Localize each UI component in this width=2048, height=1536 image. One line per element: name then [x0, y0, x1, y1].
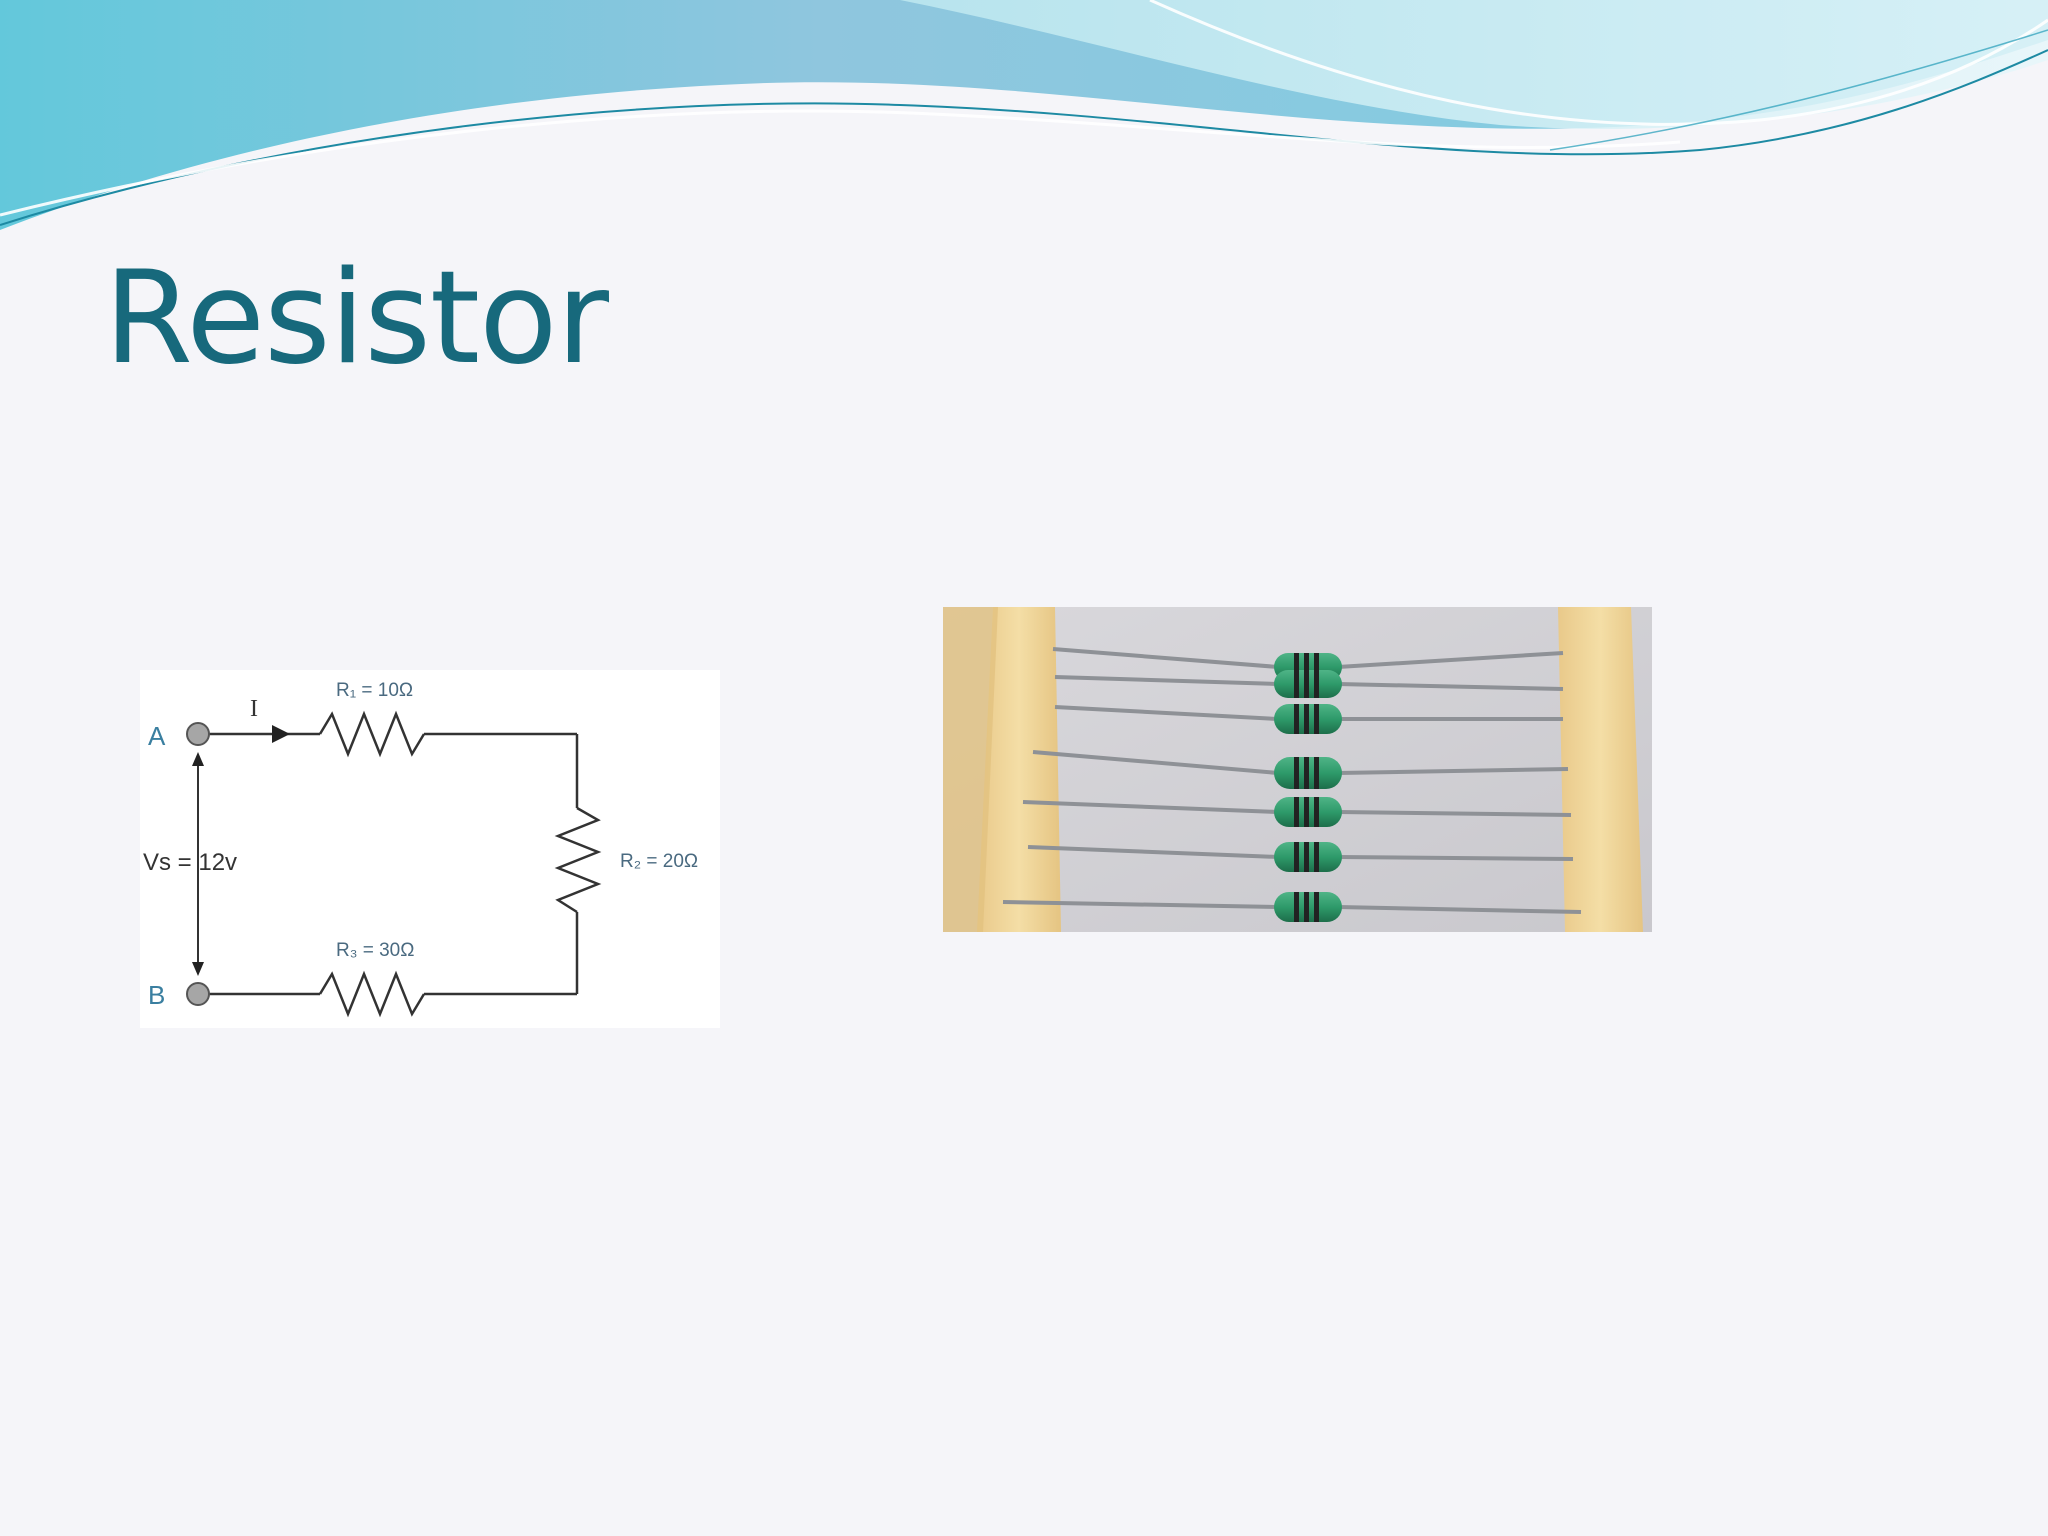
wave-header-decoration — [0, 0, 2048, 230]
slide-title: Resistor — [104, 244, 609, 393]
r2-label: R₂ = 20Ω — [620, 851, 698, 872]
resistor-r1-symbol — [318, 710, 426, 758]
left-tape-edge — [943, 607, 998, 932]
voltage-arrow-down — [192, 962, 204, 976]
resistor-leads — [1002, 647, 1582, 914]
resistor-r2-symbol — [554, 806, 602, 914]
resistor-7 — [1274, 892, 1342, 922]
resistor-6 — [1274, 842, 1342, 872]
r1-label: R₁ = 10Ω — [336, 680, 413, 701]
right-tape — [1558, 607, 1643, 932]
source-voltage-label: Vs = 12v — [143, 849, 237, 876]
current-label: I — [250, 696, 258, 722]
circuit-svg: A B I Vs = 12v R₁ = 10Ω R₂ = 20Ω R₃ = 30… — [143, 680, 698, 1018]
terminal-a — [186, 722, 210, 746]
resistors-photo-svg — [943, 607, 1652, 932]
series-circuit-diagram: A B I Vs = 12v R₁ = 10Ω R₂ = 20Ω R₃ = 30… — [140, 670, 720, 1028]
resistor-4 — [1274, 757, 1342, 789]
resistor-5 — [1274, 797, 1342, 827]
current-arrowhead — [272, 725, 290, 743]
node-a-label: A — [148, 721, 166, 751]
terminal-b — [186, 982, 210, 1006]
resistor-r3-symbol — [318, 970, 426, 1018]
resistors-photo — [943, 607, 1652, 932]
left-tape — [977, 607, 1061, 932]
node-b-label: B — [148, 980, 165, 1010]
resistor-2 — [1274, 670, 1342, 698]
resistor-bodies — [1274, 653, 1342, 922]
r3-label: R₃ = 30Ω — [336, 940, 414, 961]
voltage-arrow-up — [192, 752, 204, 766]
resistor-3 — [1274, 704, 1342, 734]
